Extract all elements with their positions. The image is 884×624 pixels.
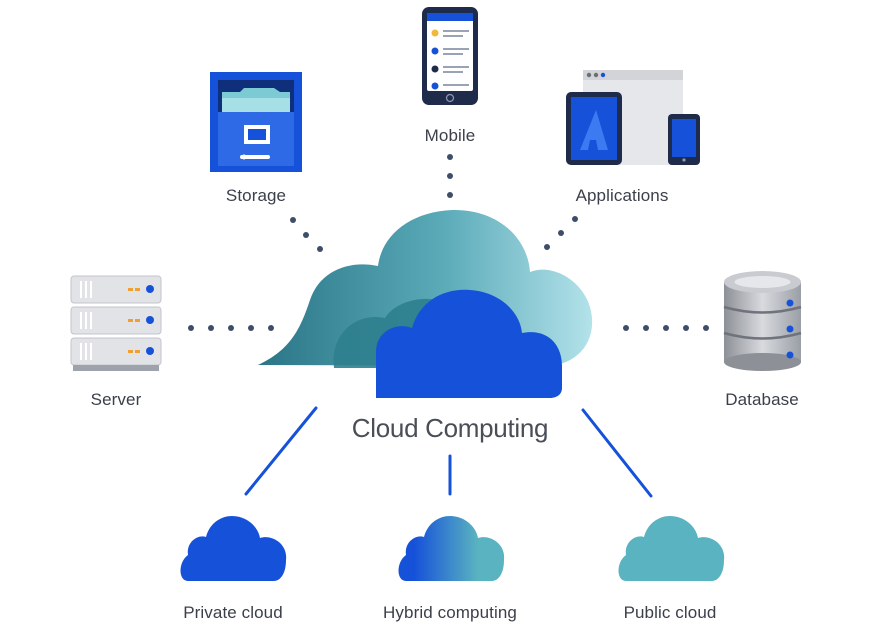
private-cloud-icon	[180, 516, 287, 581]
connector-dot	[623, 325, 629, 331]
connector-dot	[683, 325, 689, 331]
connector-dot	[572, 216, 578, 222]
mobile-label: Mobile	[424, 126, 476, 145]
connector-dot	[290, 217, 296, 223]
database-icon	[723, 271, 802, 371]
connector-dot	[447, 173, 453, 179]
central-cloud-icon	[258, 209, 593, 398]
dotted-connectors	[188, 154, 709, 331]
public-cloud-icon	[618, 516, 725, 581]
connector-dot	[188, 325, 194, 331]
public-cloud-connector	[581, 408, 653, 498]
hybrid-cloud-icon	[398, 516, 505, 581]
connector-dot	[208, 325, 214, 331]
connector-dot	[544, 244, 550, 250]
hybrid-computing-label: Hybrid computing	[383, 603, 517, 622]
private-cloud-label: Private cloud	[183, 603, 283, 622]
server-rack-icon	[70, 275, 162, 371]
solid-connectors	[244, 406, 653, 498]
private-cloud-connector	[244, 406, 318, 496]
connector-dot	[643, 325, 649, 331]
mobile-phone-icon	[422, 7, 478, 105]
connector-dot	[447, 192, 453, 198]
connector-dot	[268, 325, 274, 331]
connector-dot	[663, 325, 669, 331]
front-cloud	[376, 289, 562, 398]
applications-devices-icon	[566, 70, 700, 165]
connector-dot	[303, 232, 309, 238]
storage-cabinet-icon	[210, 72, 302, 172]
diagram-title: Cloud Computing	[351, 413, 549, 443]
server-label: Server	[90, 390, 142, 409]
connector-dot	[248, 325, 254, 331]
public-cloud-label: Public cloud	[623, 603, 717, 622]
storage-label: Storage	[225, 186, 287, 205]
connector-dot	[558, 230, 564, 236]
connector-dot	[703, 325, 709, 331]
connector-dot	[228, 325, 234, 331]
database-label: Database	[725, 390, 799, 409]
connector-dot	[447, 154, 453, 160]
connector-dot	[317, 246, 323, 252]
applications-label: Applications	[575, 186, 669, 205]
